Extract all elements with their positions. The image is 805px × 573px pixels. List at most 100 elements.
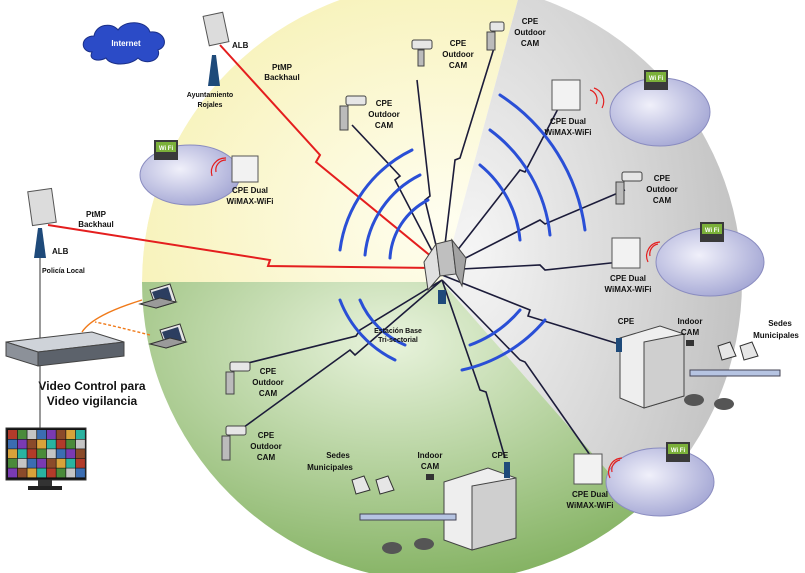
monitor-tile [46,458,56,468]
cam4-outdoor: Outdoor [646,185,678,194]
municipales-right: Municipales [753,331,799,340]
monitor-tile [27,458,37,468]
wifi-badge-left: Wi Fi [159,146,174,152]
monitor-tile [37,439,47,449]
wimax-wifi-bottom: WiMAX-WiFi [567,501,614,510]
alb-left-label: ALB [52,247,69,256]
alb-antenna-top: ALB Ayuntamiento Rojales [187,11,249,109]
monitor-tile [66,449,76,459]
cam3-cam: CAM [521,39,540,48]
wifi-badge-mid: Wi Fi [705,228,720,234]
hotspot-mid-right: Wi Fi CPE Dual WiMAX-WiFi [605,222,765,297]
monitor-tile [37,458,47,468]
wimax-wifi-top: WiMAX-WiFi [545,128,592,137]
wimax-wifi-left: WiMAX-WiFi [227,197,274,206]
cam5-outdoor: Outdoor [252,378,284,387]
internet-label: Internet [111,39,141,48]
tri-sectorial-label: Tri-sectorial [378,337,418,344]
video-arrows [81,299,151,336]
estacion-base-label: Estación Base [374,328,422,335]
monitor-tile [46,439,56,449]
cam1-outdoor: Outdoor [442,50,474,59]
monitor-tile [37,449,47,459]
laptop-top [138,283,178,309]
rojales-label: Rojales [198,102,223,109]
video-control-label: Video Control para [38,379,145,393]
radio-waves [338,93,587,372]
monitor-tile [66,458,76,468]
cam2-cam: CAM [375,121,394,130]
monitor-tile [8,449,17,459]
cam3-cpe: CPE [522,17,539,26]
monitor-tile [8,439,17,449]
outdoor-cam-3: CPE Outdoor CAM [486,17,546,51]
monitor-tile [56,430,66,439]
building-right: CPE Indoor CAM Sedes Municipales [616,317,799,410]
monitor-tile [75,468,85,478]
cpe-dual-bottom: CPE Dual [572,490,608,499]
base-station [423,238,467,304]
video-vigilancia-label: Video vigilancia [47,394,138,408]
indoor-cam-right: CAM [681,328,700,337]
monitor-tile [56,468,66,478]
cam6-cam: CAM [257,453,276,462]
monitor-tile [46,449,56,459]
cam1-cam: CAM [449,61,468,70]
monitor-tile [17,449,27,459]
monitor-tile [46,430,56,439]
cam6-outdoor: Outdoor [250,442,282,451]
policia-label: Policía Local [42,268,85,275]
cam4-cpe: CPE [654,174,671,183]
monitor-tile [37,430,47,439]
hotspot-left: Wi Fi CPE Dual WiMAX-WiFi [139,140,274,206]
cpe-dual-top: CPE Dual [550,117,586,126]
ptmp-top-label: PtMP [272,63,293,72]
video-control-server [5,331,125,367]
monitor-tile [27,468,37,478]
monitor-tile [75,430,85,439]
cpe-dual-mid: CPE Dual [610,274,646,283]
monitor-tile [66,439,76,449]
monitor-tile [27,430,37,439]
municipales-bottom: Municipales [307,463,353,472]
backhaul-top-label: Backhaul [264,73,300,82]
wimax-wifi-mid: WiMAX-WiFi [605,285,652,294]
monitor-tile [46,468,56,478]
monitor-tile [37,468,47,478]
monitor-tile [75,458,85,468]
monitor-tile [8,458,17,468]
laptop-bottom [148,323,188,349]
alb-top-label: ALB [232,41,249,50]
indoor-right: Indoor [678,317,703,326]
monitor-tile [17,430,27,439]
cam5-cam: CAM [259,389,278,398]
cam1-cpe: CPE [450,39,467,48]
monitor-tile [56,458,66,468]
building-bottom: CPE Indoor CAM Sedes Municipales [307,451,517,554]
monitor-tile [56,439,66,449]
cpe-bottom-building: CPE [492,451,509,460]
wifi-badge-top: Wi Fi [649,76,664,82]
ayuntamiento-label: Ayuntamiento [187,92,233,99]
sedes-bottom: Sedes [326,451,350,460]
outdoor-cam-5: CPE Outdoor CAM [225,361,284,398]
indoor-cam-bottom: CAM [421,462,440,471]
backhaul-left-label: Backhaul [78,220,114,229]
monitor-tile [8,468,17,478]
monitor-tile [75,449,85,459]
outdoor-cam-1: CPE Outdoor CAM [411,39,474,70]
monitor-tile [66,468,76,478]
outdoor-cam-4: CPE Outdoor CAM [615,171,678,205]
monitor-tile [56,449,66,459]
surveillance-monitor [5,427,87,490]
monitor-tile [17,468,27,478]
wifi-badge-bottom: Wi Fi [671,448,686,454]
hotspot-bottom-right: Wi Fi CPE Dual WiMAX-WiFi [567,442,715,517]
monitor-tile [27,439,37,449]
monitor-tile [75,439,85,449]
cam6-cpe: CPE [258,431,275,440]
alb-antenna-left: ALB Policía Local [27,187,85,275]
internet-cloud: Internet [82,22,165,65]
backhaul-links [47,44,439,269]
